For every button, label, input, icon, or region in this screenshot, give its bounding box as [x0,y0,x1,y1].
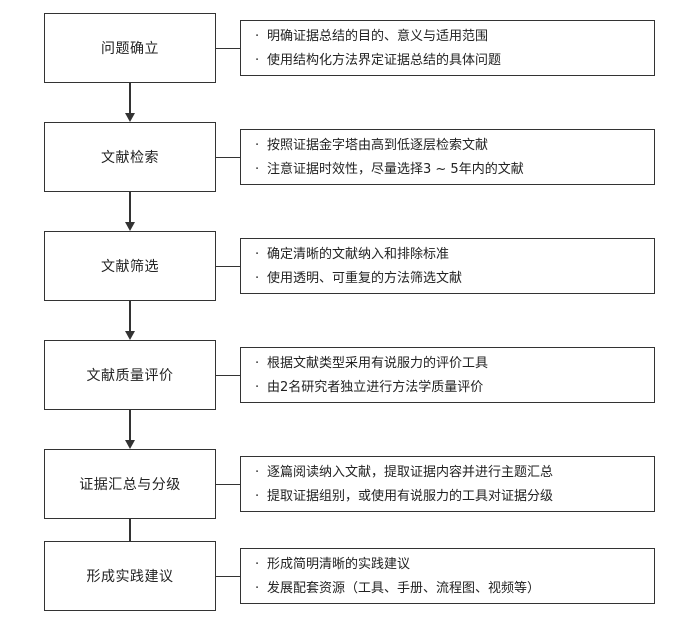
down-arrow [125,83,135,122]
connector-line [216,266,240,267]
detail-box-problem-definition: ·明确证据总结的目的、意义与适用范围 ·使用结构化方法界定证据总结的具体问题 [240,20,655,76]
connector-line [216,576,240,577]
bullet-dot: · [255,489,260,504]
stage-box-quality-appraisal: 文献质量评价 [44,340,216,410]
bullet-dot: · [255,557,260,572]
detail-box-evidence-synthesis: ·逐篇阅读纳入文献，提取证据内容并进行主题汇总 ·提取证据组别，或使用有说服力的… [240,456,655,512]
detail-bullet: ·形成简明清晰的实践建议 [255,553,654,577]
stage-label: 文献筛选 [101,259,159,275]
detail-box-literature-search: ·按照证据金字塔由高到低逐层检索文献 ·注意证据时效性，尽量选择3 ~ 5年内的… [240,129,655,185]
detail-box-quality-appraisal: ·根据文献类型采用有说服力的评价工具 ·由2名研究者独立进行方法学质量评价 [240,347,655,403]
connector-line [216,484,240,485]
down-arrow [125,301,135,340]
stage-box-practice-recommendations: 形成实践建议 [44,541,216,611]
stage-box-evidence-synthesis: 证据汇总与分级 [44,449,216,519]
detail-bullet: ·明确证据总结的目的、意义与适用范围 [255,25,654,49]
bullet-dot: · [255,53,260,68]
stage-box-problem-definition: 问题确立 [44,13,216,83]
connector-line [216,375,240,376]
stage-box-literature-screening: 文献筛选 [44,231,216,301]
stage-label: 文献质量评价 [86,368,174,384]
bullet-dot: · [255,581,260,596]
stage-label: 问题确立 [101,41,159,57]
detail-bullet: ·确定清晰的文献纳入和排除标准 [255,243,654,267]
bullet-dot: · [255,247,260,262]
bullet-dot: · [255,380,260,395]
stage-label: 文献检索 [101,150,159,166]
detail-bullet: ·按照证据金字塔由高到低逐层检索文献 [255,134,654,158]
detail-bullet: ·根据文献类型采用有说服力的评价工具 [255,352,654,376]
connector-line [216,157,240,158]
bullet-dot: · [255,465,260,480]
bullet-dot: · [255,162,260,177]
stage-box-literature-search: 文献检索 [44,122,216,192]
detail-bullet: ·由2名研究者独立进行方法学质量评价 [255,376,654,400]
bullet-dot: · [255,29,260,44]
stage-label: 证据汇总与分级 [79,477,181,493]
detail-box-practice-recommendations: ·形成简明清晰的实践建议 ·发展配套资源（工具、手册、流程图、视频等） [240,548,655,604]
detail-bullet: ·逐篇阅读纳入文献，提取证据内容并进行主题汇总 [255,461,654,485]
detail-bullet: ·注意证据时效性，尽量选择3 ~ 5年内的文献 [255,158,654,182]
detail-bullet: ·使用结构化方法界定证据总结的具体问题 [255,49,654,73]
down-arrow [125,410,135,449]
detail-bullet: ·使用透明、可重复的方法筛选文献 [255,267,654,291]
bullet-dot: · [255,138,260,153]
detail-bullet: ·发展配套资源（工具、手册、流程图、视频等） [255,577,654,601]
connector-line [216,48,240,49]
stage-label: 形成实践建议 [86,569,174,585]
bullet-dot: · [255,356,260,371]
detail-bullet: ·提取证据组别，或使用有说服力的工具对证据分级 [255,485,654,509]
detail-box-literature-screening: ·确定清晰的文献纳入和排除标准 ·使用透明、可重复的方法筛选文献 [240,238,655,294]
bullet-dot: · [255,271,260,286]
down-arrow [125,192,135,231]
